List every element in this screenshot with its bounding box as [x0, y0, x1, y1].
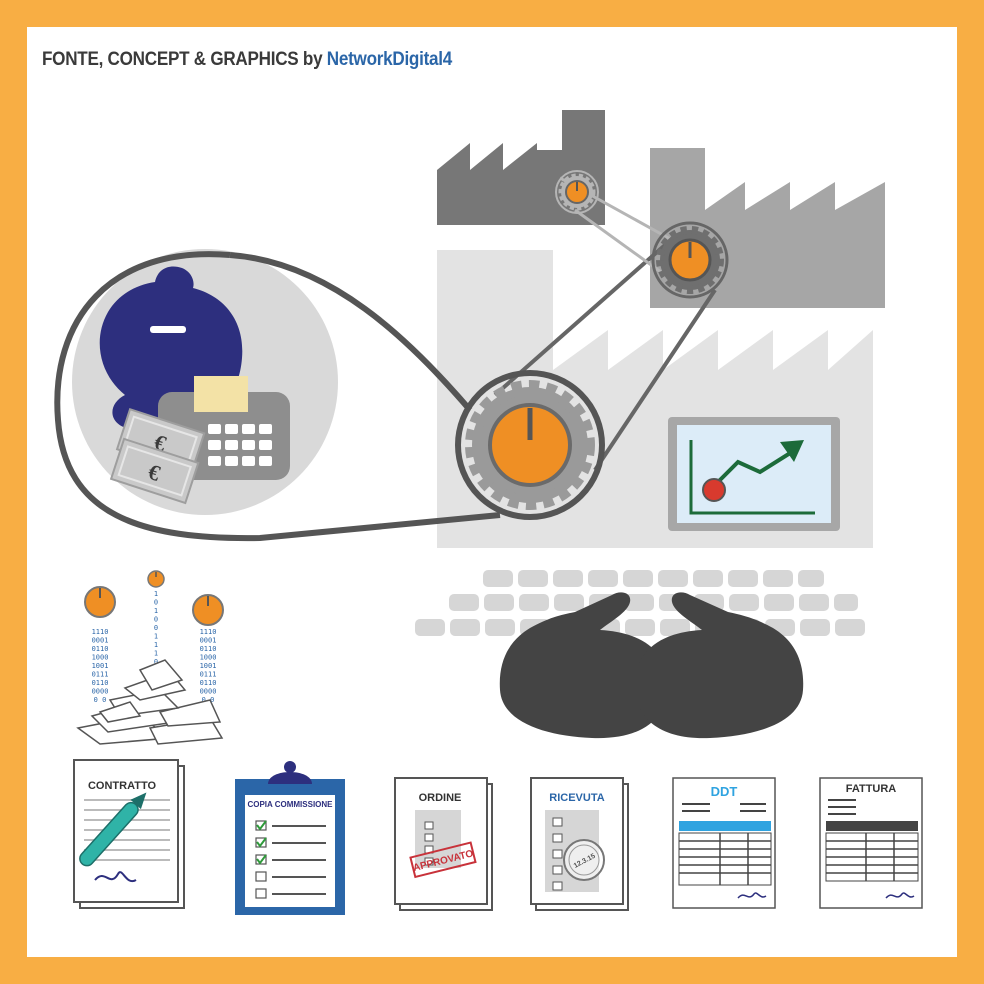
binary-digit: 1000	[92, 654, 109, 662]
gear-small-icon	[555, 170, 599, 214]
credit-line: FONTE, CONCEPT & GRAPHICS by NetworkDigi…	[42, 49, 452, 71]
copia-commissione-label: COPIA COMMISSIONE	[247, 800, 333, 809]
binary-digit: 0000	[92, 688, 109, 696]
paper-pile-icon	[76, 659, 224, 745]
binary-digit: 0000	[200, 688, 217, 696]
fattura-label: FATTURA	[846, 783, 897, 795]
binary-digit: 1001	[200, 662, 217, 670]
binary-digit: 0111	[92, 671, 109, 679]
binary-column-2: 1010011100	[154, 590, 158, 675]
ddt-label: DDT	[711, 784, 738, 799]
binary-digit: 0111	[200, 671, 217, 679]
orange-coin-icon	[84, 570, 224, 626]
illustration: € €	[54, 110, 923, 915]
gear-medium-icon	[651, 221, 729, 299]
binary-digit: 1110	[92, 628, 109, 636]
binary-digit: 1	[154, 650, 158, 658]
ricevuta-label: RICEVUTA	[549, 792, 604, 804]
euro-banknotes-icon: € €	[109, 407, 206, 505]
credit-brand: NetworkDigital4	[326, 49, 452, 70]
binary-digit: 0110	[200, 679, 217, 687]
binary-digit: 1	[154, 590, 158, 598]
binary-digit: 1	[154, 633, 158, 641]
typing-hands-icon	[499, 592, 804, 739]
binary-digit: 0110	[200, 645, 217, 653]
binary-digit: 1	[154, 607, 158, 615]
keyboard-icon	[415, 570, 865, 636]
credit-prefix: FONTE, CONCEPT & GRAPHICS by	[42, 49, 327, 70]
binary-digit: 1000	[200, 654, 217, 662]
piggy-bank-circle: € €	[72, 249, 338, 515]
ordine-label: ORDINE	[419, 792, 462, 804]
contratto-label: CONTRATTO	[88, 780, 156, 792]
binary-digit: 0	[154, 624, 158, 632]
binary-digit: 0	[154, 658, 158, 666]
binary-digit: 0110	[92, 679, 109, 687]
doc-ricevuta-icon: RICEVUTA 12.3.15	[530, 777, 629, 911]
doc-ddt-icon: DDT	[672, 777, 776, 909]
binary-digit: 0 0	[94, 696, 107, 704]
doc-fattura-icon: FATTURA	[819, 777, 923, 909]
drive-belts	[54, 176, 717, 542]
binary-digit: 0	[154, 599, 158, 607]
doc-ordine-icon: ORDINE APPROVATO	[394, 777, 493, 911]
binary-digit: 0001	[200, 637, 217, 645]
infographic-panel: FONTE, CONCEPT & GRAPHICS by NetworkDigi…	[27, 27, 957, 957]
binary-digit: 1001	[92, 662, 109, 670]
binary-digit: 0	[154, 616, 158, 624]
monitor-growth-chart-icon	[668, 417, 840, 531]
binary-digit: 1110	[200, 628, 217, 636]
doc-copia-commissione-icon: COPIA COMMISSIONE	[235, 761, 345, 915]
binary-digit: 1	[154, 641, 158, 649]
doc-contratto-icon: CONTRATTO	[73, 759, 185, 909]
binary-digit: 0001	[92, 637, 109, 645]
gear-large-icon	[455, 370, 605, 520]
binary-digit: 0110	[92, 645, 109, 653]
